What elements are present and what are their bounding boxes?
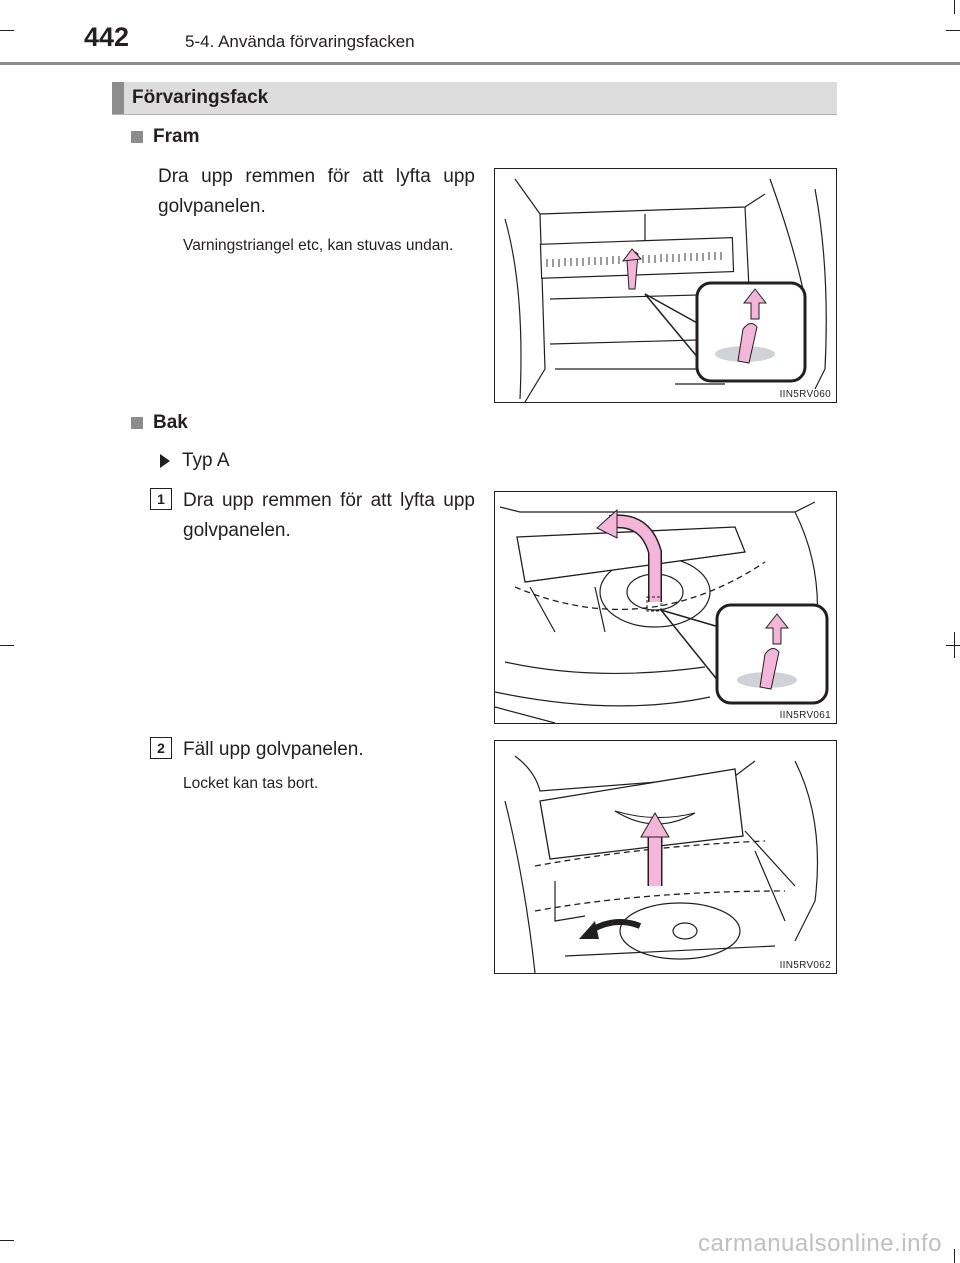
square-bullet-icon xyxy=(131,131,143,143)
header-rule xyxy=(0,62,960,65)
subheading-rear-label: Bak xyxy=(153,412,188,433)
section-header: Förvaringsfack xyxy=(112,82,837,115)
figure-rear-step-2: IIN5RV062 xyxy=(494,740,837,974)
crop-mark xyxy=(0,645,14,646)
type-label: Typ A xyxy=(160,450,230,472)
figure-code: IIN5RV060 xyxy=(778,389,832,400)
rear-step-2-illustration xyxy=(504,755,819,973)
crop-mark xyxy=(954,1249,955,1263)
section-accent xyxy=(112,82,124,114)
page-number: 442 xyxy=(84,22,130,52)
crop-mark xyxy=(946,30,960,31)
figure-front-storage: IIN5RV060 xyxy=(494,168,837,403)
step-2-instruction: Fäll upp golvpanelen. xyxy=(183,739,364,760)
rear-step-1-illustration xyxy=(495,501,829,723)
front-note: Varningstriangel etc, kan stuvas undan. xyxy=(183,237,454,254)
front-instruction: Dra upp remmen för att lyfta upp golvpan… xyxy=(158,166,475,217)
crop-mark xyxy=(0,30,14,31)
step-2-note: Locket kan tas bort. xyxy=(183,775,319,792)
subheading-rear: Bak xyxy=(131,412,188,434)
crop-mark xyxy=(0,1240,14,1241)
step-1-instruction: Dra upp remmen för att lyfta upp golvpan… xyxy=(183,490,475,541)
figure-code: IIN5RV061 xyxy=(778,710,832,721)
front-storage-illustration xyxy=(504,178,827,402)
subheading-front: Fram xyxy=(131,126,199,148)
square-bullet-icon xyxy=(131,417,143,429)
subheading-front-label: Fram xyxy=(153,126,200,147)
crop-mark xyxy=(946,645,960,646)
step-number-2: 2 xyxy=(150,737,172,759)
crop-mark xyxy=(954,0,955,14)
step-number-1: 1 xyxy=(150,488,172,510)
figure-code: IIN5RV062 xyxy=(778,960,832,971)
chapter-title: 5-4. Använda förvaringsfacken xyxy=(185,32,415,51)
figure-rear-step-1: IIN5RV061 xyxy=(494,491,837,724)
watermark-url: carmanualsonline.info xyxy=(698,1230,942,1257)
type-label-text: Typ A xyxy=(182,450,230,471)
crop-mark xyxy=(954,632,955,658)
triangle-bullet-icon xyxy=(160,454,170,468)
section-title: Förvaringsfack xyxy=(132,87,269,108)
